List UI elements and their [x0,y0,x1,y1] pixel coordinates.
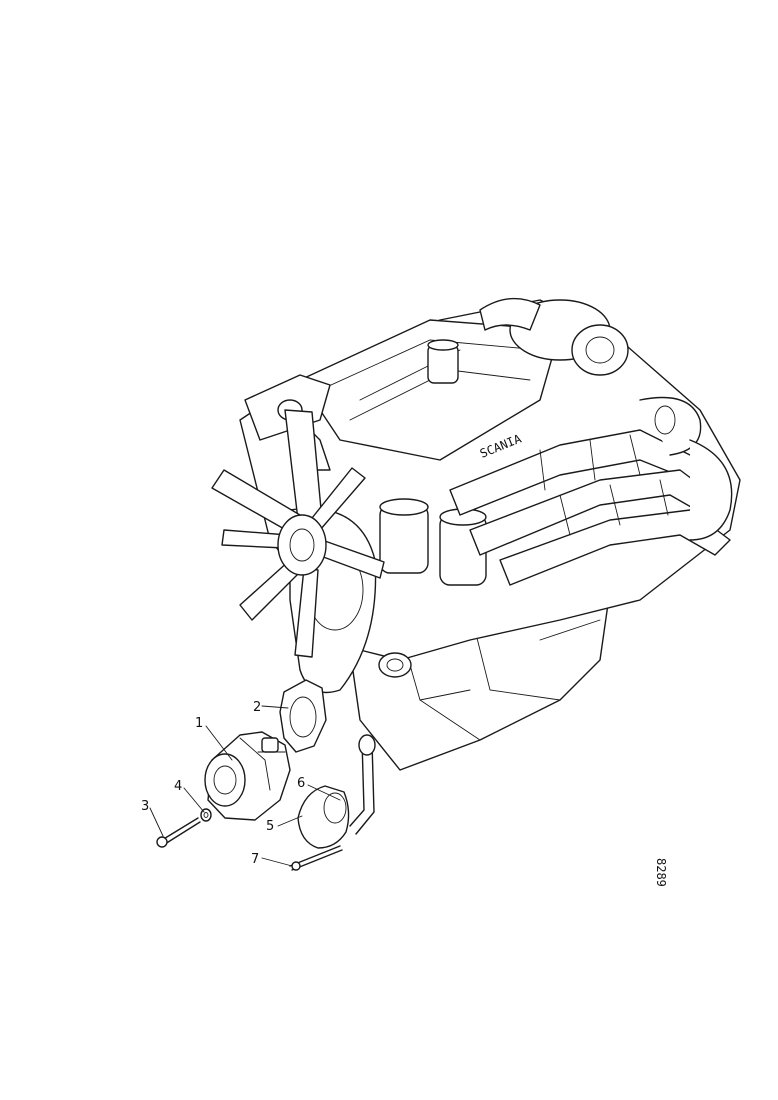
drawing-number: 8289 [654,858,668,887]
part-5-hose [297,785,350,849]
part-2-gasket [279,679,327,753]
callout-1: 1 [195,716,203,731]
part-7-clip [289,845,343,871]
callout-2: 2 [253,700,261,715]
callout-7: 7 [251,852,259,867]
callout-6: 6 [297,776,305,791]
part-3-bolt [156,817,201,848]
callout-4: 4 [174,779,182,794]
cooling-fan [211,409,385,658]
engine-assembly: SCANIA [239,297,741,771]
callout-5: 5 [266,819,274,834]
part-6-pipe [349,734,376,835]
part-1-water-pump [204,731,291,821]
callout-3: 3 [141,799,149,814]
leader-lines [149,705,341,867]
